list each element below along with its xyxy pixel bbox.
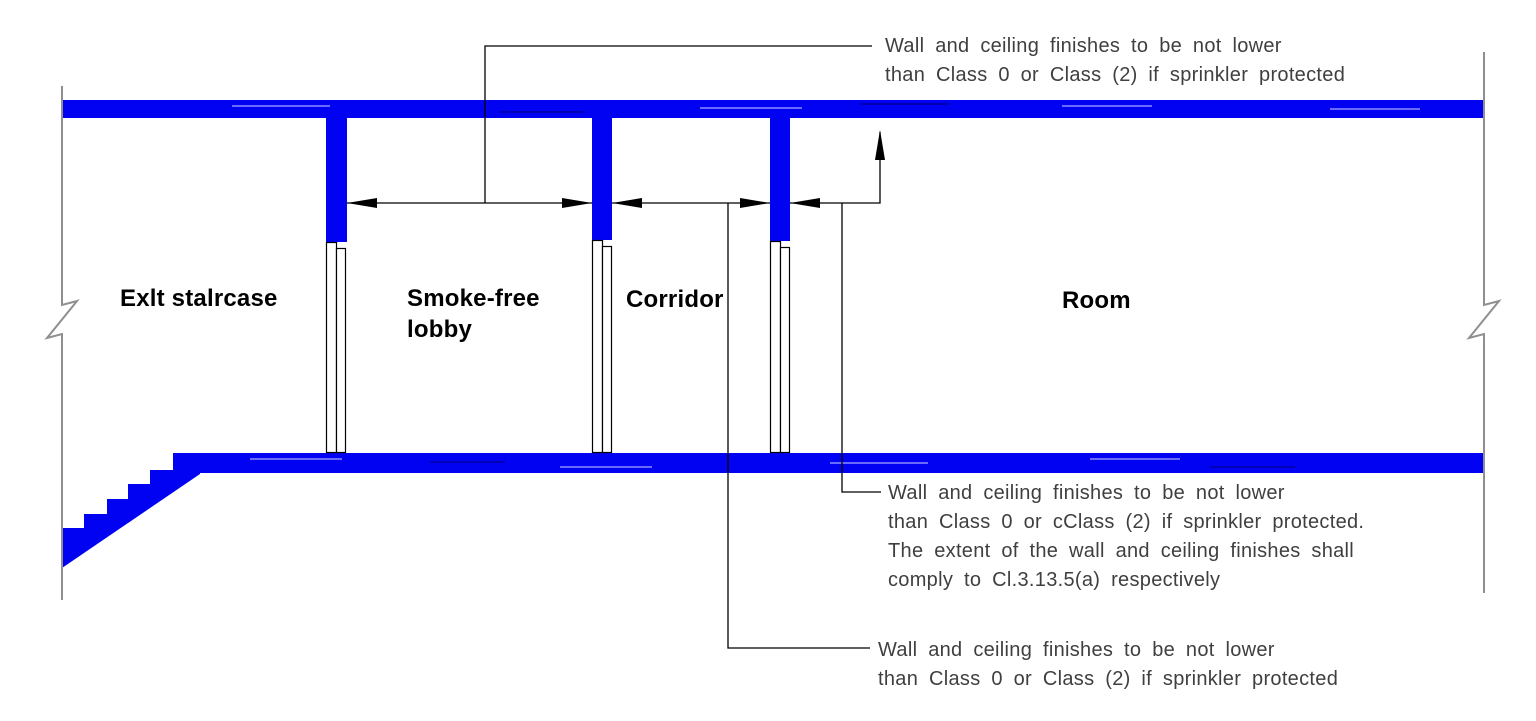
annotation-middle-finishes: Wall and ceiling finishes to be not lowe… xyxy=(888,479,1364,595)
staircase-lobby-door xyxy=(325,241,347,454)
door-frame xyxy=(325,241,338,454)
staircase-lobby-wall xyxy=(326,118,347,242)
lobby-corridor-wall xyxy=(592,118,612,240)
wall-to-ceiling-pointer-line xyxy=(790,132,881,204)
right-break-line xyxy=(1466,52,1502,593)
door-leaf xyxy=(601,245,613,454)
door-frame xyxy=(769,240,782,454)
annotation-line: Wall and ceiling finishes to be not lowe… xyxy=(878,639,1275,661)
annotation-line: than Class 0 or cClass (2) if sprinkler … xyxy=(888,511,1365,533)
corridor-label: Corridor xyxy=(626,286,724,313)
annotation-line: The extent of the wall and ceiling finis… xyxy=(888,540,1355,562)
annotation-line: Wall and ceiling finishes to be not lowe… xyxy=(885,35,1282,57)
smoke-free-lobby-label-line2: lobby xyxy=(407,316,472,343)
left-break-line xyxy=(44,86,80,600)
middle-annotation-leader xyxy=(841,203,881,493)
arrowhead-right-into-lobby-wall xyxy=(562,198,592,208)
staircase-steps xyxy=(62,453,200,568)
corridor-room-wall xyxy=(770,118,790,241)
annotation-line: comply to Cl.3.13.5(a) respectively xyxy=(888,569,1221,591)
annotation-bottom-finishes: Wall and ceiling finishes to be not lowe… xyxy=(878,636,1338,694)
room-label: Room xyxy=(1062,287,1131,314)
smoke-free-lobby-label-line1: Smoke-free xyxy=(407,285,540,312)
slab-hatch-marks xyxy=(232,103,1420,468)
exit-staircase-label: Exlt stalrcase xyxy=(120,285,278,312)
smoke-free-lobby-label: Smoke-free lobby xyxy=(407,283,540,345)
floor-slab xyxy=(173,453,1484,473)
door-leaf xyxy=(779,246,791,454)
arrowhead-left-into-lobby-wall xyxy=(612,198,642,208)
annotation-line: Wall and ceiling finishes to be not lowe… xyxy=(888,482,1285,504)
arrowhead-up-to-ceiling xyxy=(875,130,885,160)
arrowhead-right-into-corridor-wall xyxy=(740,198,770,208)
arrowhead-left-into-staircase-wall xyxy=(347,198,377,208)
lobby-corridor-door xyxy=(591,239,613,454)
door-leaf xyxy=(335,247,347,454)
annotation-line: than Class 0 or Class (2) if sprinkler p… xyxy=(885,64,1346,86)
arrowhead-left-into-corridor-wall xyxy=(790,198,820,208)
annotation-top-finishes: Wall and ceiling finishes to be not lowe… xyxy=(885,32,1345,90)
bottom-annotation-leader xyxy=(727,203,870,649)
door-frame xyxy=(591,239,604,454)
corridor-room-door xyxy=(769,240,791,454)
annotation-line: than Class 0 or Class (2) if sprinkler p… xyxy=(878,668,1339,690)
top-annotation-leader xyxy=(484,45,872,203)
